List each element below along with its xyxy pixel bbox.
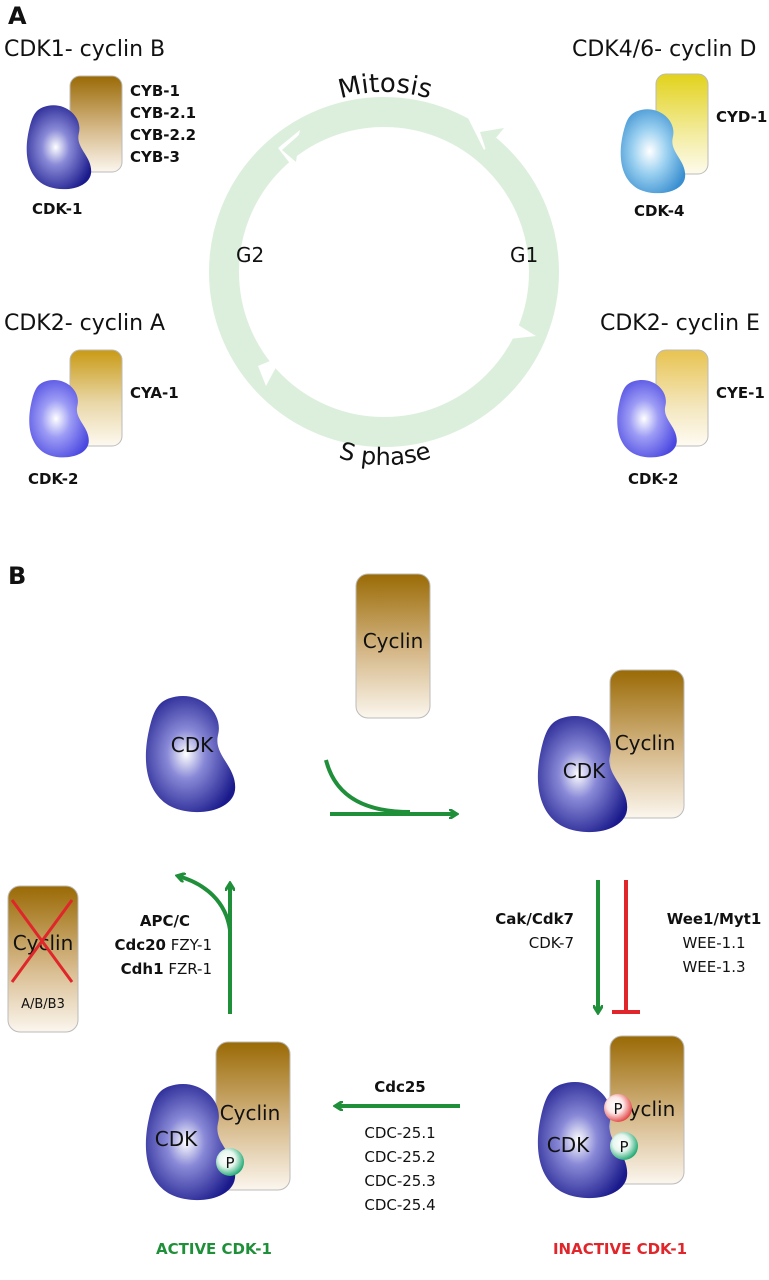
degradation-cross bbox=[10, 899, 74, 983]
cyclin-label-cyb22: CYB-2.2 bbox=[130, 126, 196, 144]
cdk7-label: CDK-7 bbox=[529, 934, 574, 952]
cdc20-line: Cdc20 FZY-1 bbox=[114, 936, 212, 954]
active-cdk1-label: ACTIVE CDK-1 bbox=[156, 1240, 272, 1258]
binding-arrow bbox=[324, 759, 456, 814]
free-cyclin-label: Cyclin bbox=[363, 629, 424, 653]
inhibitory-phospho-circle bbox=[604, 1094, 632, 1122]
cdc20-label: Cdc20 bbox=[114, 936, 166, 954]
cyclin-label-cye1: CYE-1 bbox=[716, 384, 765, 402]
panel-a-label: A bbox=[8, 2, 27, 30]
fzy1-label: FZY-1 bbox=[171, 936, 212, 954]
cdk-label-cdk4: CDK-4 bbox=[634, 202, 684, 220]
free-cdk-label: CDK bbox=[171, 733, 214, 757]
cak-label: Cak/Cdk7 bbox=[495, 910, 574, 928]
wee1-inhibition-bar bbox=[612, 880, 640, 1014]
cdk-label-cdk1: CDK-1 bbox=[32, 200, 82, 218]
activating-phospho-label-inactive: P bbox=[619, 1138, 628, 1156]
cdk-label-cdk2e: CDK-2 bbox=[628, 470, 678, 488]
cyclin-label-cya1: CYA-1 bbox=[130, 384, 179, 402]
fzr1-label: FZR-1 bbox=[168, 960, 212, 978]
cdh1-line: Cdh1 FZR-1 bbox=[121, 960, 212, 978]
activating-phospho-label-active: P bbox=[225, 1154, 234, 1172]
cdc253-label: CDC-25.3 bbox=[364, 1172, 435, 1190]
activating-phospho-circle-active bbox=[216, 1148, 244, 1176]
apc-label: APC/C bbox=[140, 912, 190, 930]
degradation-arrows bbox=[178, 876, 230, 1014]
wee11-label: WEE-1.1 bbox=[682, 934, 745, 952]
cdh1-label: Cdh1 bbox=[121, 960, 164, 978]
complex-cdk-label: CDK bbox=[563, 759, 606, 783]
inactive-cdk1-label: INACTIVE CDK-1 bbox=[553, 1240, 687, 1258]
cyclin-label-cyd1: CYD-1 bbox=[716, 108, 767, 126]
cyclin-label-cyb3: CYB-3 bbox=[130, 148, 180, 166]
panel-b-label: B bbox=[8, 562, 26, 590]
cdk-label-cdk2a: CDK-2 bbox=[28, 470, 78, 488]
active-cyclin-label: Cyclin bbox=[220, 1101, 281, 1125]
wee1-label: Wee1/Myt1 bbox=[667, 910, 762, 928]
cyclin-label-cyb1: CYB-1 bbox=[130, 82, 180, 100]
free-cyclin-shape bbox=[355, 573, 431, 719]
phase-g1: G1 bbox=[510, 243, 538, 267]
cdc251-label: CDC-25.1 bbox=[364, 1124, 435, 1142]
degraded-cyclin-sub: A/B/B3 bbox=[21, 997, 65, 1012]
inactive-cdk-label: CDK bbox=[547, 1133, 590, 1157]
active-cdk-label: CDK bbox=[155, 1127, 198, 1151]
cdc252-label: CDC-25.2 bbox=[364, 1148, 435, 1166]
complex-title-cdk46-cyclind: CDK4/6- cyclin D bbox=[572, 37, 756, 62]
cyclin-label-cyb21: CYB-2.1 bbox=[130, 104, 196, 122]
complex-title-cdk2-cyclina: CDK2- cyclin A bbox=[4, 311, 165, 336]
wee13-label: WEE-1.3 bbox=[682, 958, 745, 976]
inhibitory-phospho-label: P bbox=[613, 1100, 622, 1118]
complex-cyclin-label: Cyclin bbox=[615, 731, 676, 755]
activating-phospho-circle-inactive bbox=[610, 1132, 638, 1160]
cdc254-label: CDC-25.4 bbox=[364, 1196, 435, 1214]
complex-title-cdk1-cyclinb: CDK1- cyclin B bbox=[4, 37, 165, 62]
cdc25-label: Cdc25 bbox=[374, 1078, 426, 1096]
complex-title-cdk2-cycline: CDK2- cyclin E bbox=[600, 311, 760, 336]
degraded-cyclin-shape bbox=[7, 885, 79, 1033]
phase-g2: G2 bbox=[236, 243, 264, 267]
cell-cycle-ring bbox=[209, 97, 559, 447]
